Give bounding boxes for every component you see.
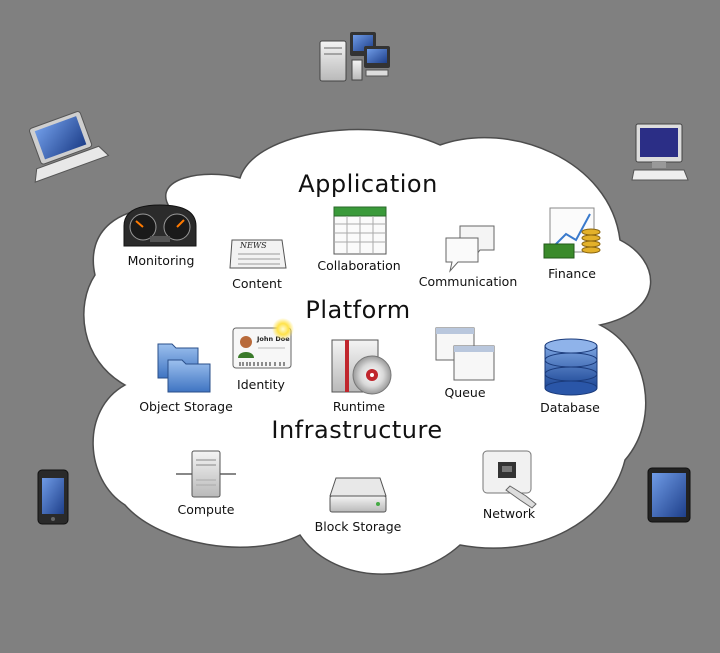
desktop-computer-icon bbox=[631, 123, 689, 181]
runtime-box-icon bbox=[331, 339, 392, 395]
id-card-icon: John Doe bbox=[232, 318, 294, 369]
news-icon: NEWS bbox=[229, 239, 287, 269]
smartphone-icon bbox=[37, 469, 69, 525]
laptop-icon bbox=[29, 111, 110, 183]
label-collaboration: Collaboration bbox=[317, 258, 401, 273]
finance-icon bbox=[543, 207, 601, 259]
server-cluster-icon bbox=[319, 32, 390, 82]
id-card-name: John Doe bbox=[256, 335, 290, 343]
database-icon bbox=[544, 338, 598, 396]
hard-drive-icon bbox=[329, 477, 387, 513]
label-compute: Compute bbox=[177, 502, 235, 517]
tablet-icon bbox=[647, 467, 691, 523]
layer-title-platform: Platform bbox=[305, 296, 411, 324]
queue-windows-icon bbox=[435, 327, 495, 381]
label-content: Content bbox=[232, 276, 282, 291]
label-database: Database bbox=[540, 400, 600, 415]
layer-title-infrastructure: Infrastructure bbox=[271, 416, 443, 444]
label-block-storage: Block Storage bbox=[314, 519, 402, 534]
label-object-storage: Object Storage bbox=[139, 399, 233, 414]
calendar-icon bbox=[333, 206, 387, 255]
chat-bubbles-icon bbox=[445, 225, 495, 273]
news-label: NEWS bbox=[239, 241, 267, 250]
label-finance: Finance bbox=[548, 266, 596, 281]
label-network: Network bbox=[482, 506, 536, 521]
label-monitoring: Monitoring bbox=[127, 253, 195, 268]
folders-icon bbox=[157, 343, 211, 393]
label-identity: Identity bbox=[237, 377, 285, 392]
layer-title-application: Application bbox=[298, 170, 438, 198]
server-tower-icon bbox=[176, 450, 236, 498]
network-jack-icon bbox=[482, 450, 537, 509]
label-runtime: Runtime bbox=[332, 399, 386, 414]
label-communication: Communication bbox=[418, 274, 518, 289]
label-queue: Queue bbox=[444, 385, 486, 400]
monitoring-icon bbox=[123, 204, 197, 247]
